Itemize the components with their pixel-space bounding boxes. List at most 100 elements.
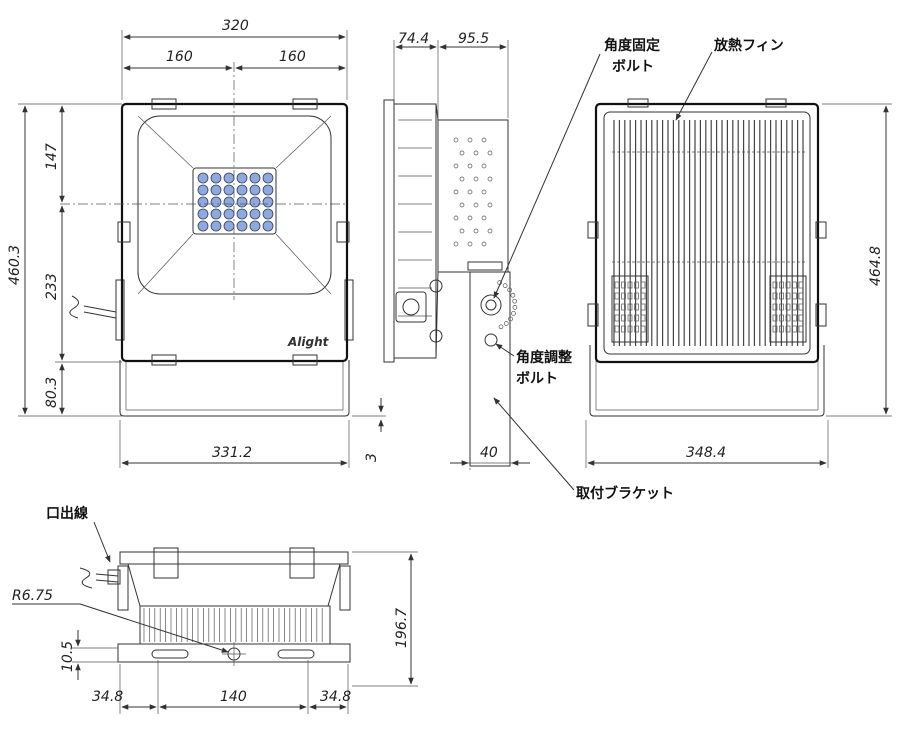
- side-hole: [473, 176, 479, 182]
- rear-block-cell: [779, 292, 784, 300]
- heat-fins: [613, 120, 804, 346]
- rear-block-cell: [627, 292, 633, 300]
- led-chip: [262, 184, 274, 196]
- rear-housing: [594, 102, 820, 364]
- rear-block-cell: [792, 325, 797, 333]
- arc-hole: [510, 292, 516, 298]
- side-hole: [481, 163, 487, 169]
- reflector: [137, 115, 332, 295]
- dim-hole-right: 34.8: [320, 689, 351, 705]
- rear-block-cell: [792, 303, 797, 311]
- led-chip: [210, 220, 222, 232]
- rear-block-cell: [779, 303, 784, 311]
- rear-block-cell: [614, 314, 620, 322]
- side-hole: [467, 189, 473, 195]
- label-mounting-bracket: 取付ブラケット: [576, 485, 674, 502]
- front-housing: [120, 102, 349, 363]
- arc-hole: [503, 321, 509, 326]
- rear-block-cell: [772, 325, 778, 333]
- label-angle-fix-bolt-2: ボルト: [612, 59, 654, 75]
- front-bracket: [119, 360, 350, 417]
- rear-block-cell: [627, 281, 633, 289]
- rear-block-cell: [785, 303, 791, 311]
- bottom-fins: [139, 605, 331, 645]
- rear-block-cell: [785, 325, 791, 333]
- led-chip: [210, 184, 222, 196]
- side-hole: [481, 241, 487, 247]
- side-hole: [467, 241, 473, 247]
- dim-lower-height: 233: [44, 273, 60, 300]
- arc-hole: [508, 316, 513, 322]
- brand-logo: Alight: [287, 335, 330, 349]
- side-lens: [383, 99, 395, 363]
- led-chip: [197, 172, 209, 184]
- dim-bracket-width: 40: [480, 445, 498, 461]
- led-chip: [236, 196, 248, 208]
- led-chip: [249, 172, 261, 184]
- led-chip: [210, 196, 222, 208]
- side-dimensions: 74.4 95.5 40: [393, 31, 530, 470]
- bottom-view: [79, 547, 351, 666]
- dim-offset: 3: [364, 453, 380, 462]
- led-chip: [249, 220, 261, 232]
- rear-block-cell: [798, 303, 804, 311]
- side-hole: [481, 137, 487, 143]
- rear-block-cell: [772, 281, 778, 289]
- arc-hole: [511, 311, 516, 316]
- side-hole: [467, 137, 473, 143]
- side-bracket: [469, 271, 511, 467]
- rear-block-cell: [798, 325, 804, 333]
- rear-block-cell: [772, 292, 778, 300]
- callouts: 角度固定 ボルト 放熱フィン 角度調整 ボルト 取付ブラケット 口出線: [46, 37, 784, 563]
- rear-block-cell: [614, 281, 620, 289]
- rear-block-cell: [640, 292, 646, 300]
- led-chip: [223, 172, 235, 184]
- led-chip: [223, 220, 235, 232]
- arc-hole: [507, 287, 513, 293]
- rear-block-cell: [634, 281, 639, 289]
- rear-block-cell: [798, 281, 804, 289]
- led-chip: [210, 208, 222, 220]
- rear-block-cell: [772, 303, 778, 311]
- side-hole: [453, 163, 459, 169]
- dim-front-half-right: 160: [279, 49, 306, 65]
- side-hole: [467, 163, 473, 169]
- dim-front-base-width: 331.2: [212, 445, 252, 461]
- side-hole: [487, 202, 493, 208]
- rear-block-cell: [621, 303, 626, 311]
- side-hole: [481, 215, 487, 221]
- side-hole: [453, 241, 459, 247]
- rear-block-cell: [798, 314, 804, 322]
- dim-rear-height: 464.8: [868, 246, 884, 286]
- rear-block-cell: [634, 303, 639, 311]
- angle-fix-bolt: [480, 294, 502, 316]
- rear-block-cell: [634, 314, 639, 322]
- rear-block-cell: [785, 292, 791, 300]
- label-heat-fin: 放熱フィン: [713, 37, 784, 54]
- dim-rear-width: 348.4: [686, 445, 726, 461]
- side-hole: [459, 228, 465, 234]
- label-angle-fix-bolt-1: 角度固定: [604, 37, 660, 54]
- front-view: Alight: [60, 62, 354, 417]
- dim-front-half-left: 160: [166, 49, 193, 65]
- led-module: [192, 167, 277, 235]
- rear-block-cell: [627, 314, 633, 322]
- led-chip: [210, 172, 222, 184]
- dim-hole-left: 34.8: [92, 689, 123, 705]
- rear-block-cell: [785, 314, 791, 322]
- led-chip: [236, 208, 248, 220]
- side-fins: [437, 119, 509, 273]
- led-chip: [249, 208, 261, 220]
- side-hole: [487, 150, 493, 156]
- rear-block-cell: [614, 303, 620, 311]
- side-hole: [473, 150, 479, 156]
- led-array: [197, 172, 274, 232]
- dim-bottom-small: 10.5: [60, 641, 76, 672]
- led-chip: [262, 196, 274, 208]
- arc-hole: [502, 283, 508, 288]
- led-chip: [197, 196, 209, 208]
- rear-block-cell: [785, 281, 791, 289]
- dim-front-width: 320: [222, 18, 249, 34]
